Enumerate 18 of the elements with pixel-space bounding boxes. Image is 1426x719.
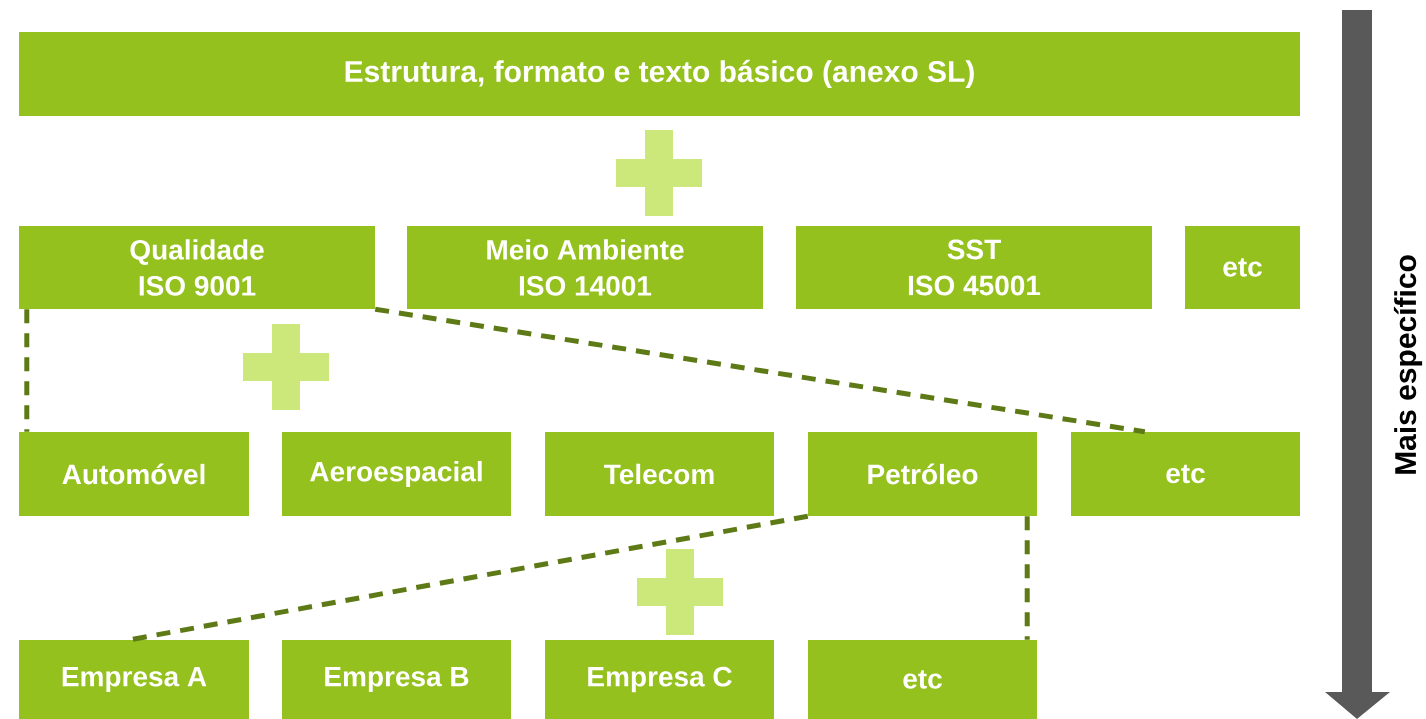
- dashed-line: [374, 306, 1146, 435]
- dashed-line: [1024, 516, 1030, 640]
- category-box: Automóvel: [19, 432, 249, 516]
- category-box: Empresa B: [282, 640, 511, 719]
- category-box: SST ISO 45001: [796, 226, 1152, 309]
- category-box: etc: [808, 640, 1037, 719]
- dashed-line: [24, 309, 30, 432]
- category-box: Empresa C: [545, 640, 774, 719]
- category-box: Petróleo: [808, 432, 1037, 516]
- category-box: Meio Ambiente ISO 14001: [407, 226, 763, 309]
- category-box: Empresa A: [19, 640, 249, 719]
- axis-label: Mais específico: [1393, 255, 1423, 474]
- category-box: etc: [1071, 432, 1300, 516]
- category-box: Qualidade ISO 9001: [19, 226, 375, 309]
- category-box: etc: [1185, 226, 1300, 309]
- category-box: Aeroespacial: [282, 432, 511, 516]
- category-box: Telecom: [545, 432, 774, 516]
- title-box: Estrutura, formato e texto básico (anexo SL): [19, 32, 1300, 116]
